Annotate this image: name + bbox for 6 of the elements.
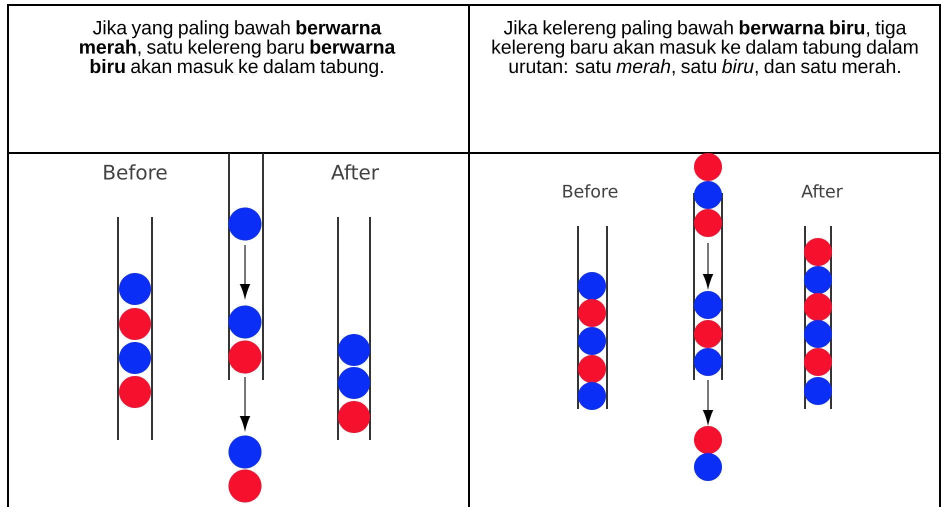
panel-label: After: [801, 184, 843, 198]
panel-label: After: [331, 164, 379, 180]
instruction-text: Jika yang paling bawah berwarna merah, satu kelereng baru berwarna biru akan masuk ke dalam tabung.: [80, 20, 396, 77]
panel-label: Before: [104, 164, 167, 180]
instruction-text: Jika kelereng paling bawah berwarna biru, tiga kelereng baru akan masuk ke dalam tabung dalam urutan: satu merah, satu biru, dan satu merah.: [492, 20, 918, 76]
panel-label: Before: [563, 184, 618, 198]
